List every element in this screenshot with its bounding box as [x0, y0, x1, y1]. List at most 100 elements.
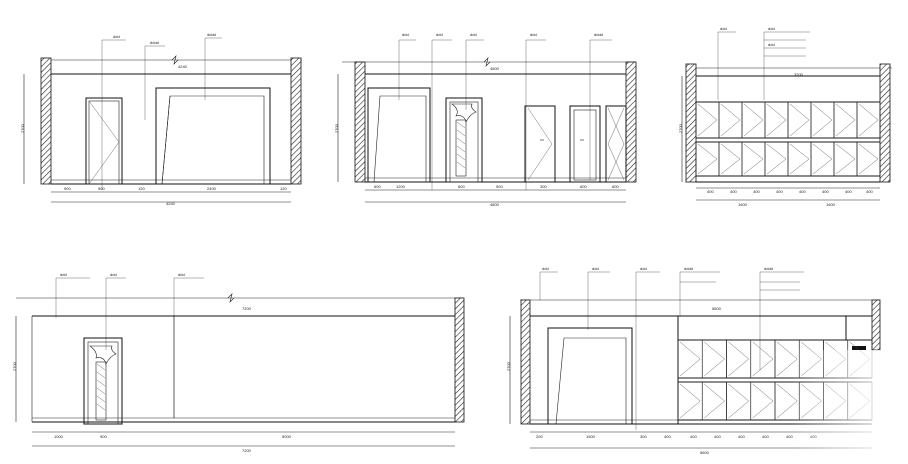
elevation-e-lower-door-hinge-mark [704, 383, 725, 419]
elevation-e-lower-door-panel [750, 381, 776, 421]
elevation-e-upper-door-panel [726, 339, 752, 379]
elevation-e-tag-1: ddd [542, 266, 549, 271]
elevation-a-bottom-dim-2: 900 [98, 186, 105, 191]
elevation-c-lower-door-hinge-mark [812, 143, 833, 175]
elevation-a-top-dim: 4240 [178, 64, 188, 69]
elevation-c-upper-door-hinge-mark [835, 103, 856, 137]
elevation-b-left-wall [354, 61, 366, 183]
elevation-a-total-dim: 4240 [166, 201, 176, 206]
elevation-b-tag-1: ddd [402, 32, 409, 37]
elevation-e-bottom-dim-2: 1500 [586, 434, 596, 439]
elevation-c-upper-door-panel [741, 101, 766, 139]
elevation-e-bottom-dim-5: 400 [690, 434, 697, 439]
elevation-b-tag-2: ddd [436, 32, 443, 37]
elevation-e-bottom-dim-9: 400 [786, 434, 793, 439]
elevation-b-bottom-dim-1: 600 [374, 184, 381, 189]
elevation-a-right-wall [290, 57, 302, 185]
elevation-e-leaders: ddd ddd ddd dddd dddd [539, 266, 804, 430]
elevation-d-right-wall [454, 297, 465, 423]
elevation-c-bottom-dim-7: 400 [845, 189, 852, 194]
elevation-c-lower-door-panel [787, 141, 812, 177]
elevation-d-tag-3: ddd [178, 272, 185, 277]
elevation-e-tag-3: ddd [640, 266, 647, 271]
elevation-b-bottom-dim-3: 600 [458, 184, 465, 189]
elevation-d-tag-1: ddd [60, 272, 67, 277]
elevation-e-bottom-dim-4: 400 [664, 434, 671, 439]
elevation-a-bottom-dim-1: 900 [64, 186, 71, 191]
elevation-d-tag-2: ddd [110, 272, 117, 277]
elevation-c-right-wall [879, 63, 891, 183]
elevation-c-upper-door-panel [718, 101, 743, 139]
elevation-d: ddd ddd ddd 7200 2700 1000 900 5000 7200 [12, 272, 465, 453]
elevation-c-height-dim: 2700 [678, 123, 683, 133]
elevation-c-bottom-dim-1: 400 [707, 189, 714, 194]
elevation-e-bottom-dim-7: 400 [738, 434, 745, 439]
elevation-c: ddd ddd ddd 3200 2700 400 400 400 400 40… [678, 26, 892, 207]
elevation-a-bottom-dim-3: 120 [138, 186, 145, 191]
elevation-a-tag-2: dddd [150, 40, 159, 45]
elevation-c-upper-door-panel [856, 101, 881, 139]
elevation-e-bottom-dim-1: 200 [536, 434, 543, 439]
elevation-c-tag-3: ddd [768, 42, 775, 47]
elevation-e-top-dim: 5600 [712, 306, 722, 311]
elevation-a-tag-1: ddd [113, 34, 120, 39]
elevation-c-bottom-dim-5: 400 [799, 189, 806, 194]
elevation-d-leaders: ddd ddd ddd [55, 272, 204, 418]
elevation-c-upper-door-hinge-mark [766, 103, 787, 137]
elevation-b-door-1 [524, 105, 556, 183]
elevation-e-tag-4: dddd [684, 266, 693, 271]
elevation-c-upper-door-hinge-mark [743, 103, 764, 137]
elevation-a-left-wall [40, 57, 52, 185]
elevation-e-lower-door-panel [677, 381, 703, 421]
elevation-b-tag-4: ddd [530, 32, 537, 37]
elevation-c-bottom-dim-2: 400 [730, 189, 737, 194]
elevation-c-lower-door-panel [810, 141, 835, 177]
elevation-a-leaders: ddd dddd dddd [101, 32, 222, 190]
elevation-c-lower-door-hinge-mark [835, 143, 856, 175]
elevation-e-tag-5: dddd [764, 266, 773, 271]
elevation-e-opening [547, 327, 633, 425]
elevation-d-top-dim: 7200 [242, 306, 252, 311]
elevation-b-ornamental-door [445, 97, 483, 183]
elevation-b-tag-3: ddd [470, 32, 477, 37]
elevation-c-lower-door-hinge-mark [697, 143, 718, 175]
elevation-e-right-wall [871, 299, 881, 351]
elevation-a-height-dim: 2700 [20, 123, 25, 133]
elevation-b-door-3 [605, 105, 627, 183]
elevation-b-tag-5: dddd [594, 32, 603, 37]
elevation-b-height-dim: 2700 [334, 123, 339, 133]
elevation-b-leaders: ddd ddd ddd ddd dddd [398, 32, 612, 190]
elevation-c-tag-2: ddd [768, 26, 775, 31]
elevation-b-total-dim: 4800 [490, 202, 500, 207]
elevation-c-lower-door-panel [718, 141, 743, 177]
elevation-e-upper-door-panel [701, 339, 727, 379]
elevation-c-bottom-dim-8: 400 [866, 189, 873, 194]
elevation-d-bottom-dim-1: 1000 [54, 434, 64, 439]
elevation-c-upper-door-hinge-mark [697, 103, 718, 137]
elevation-e-bottom-dim-6: 400 [714, 434, 721, 439]
elevation-a-opening [155, 87, 271, 185]
elevation-c-upper-door-hinge-mark [789, 103, 810, 137]
elevation-c-lower-door-panel [741, 141, 766, 177]
elevation-c-upper-door-hinge-mark [720, 103, 741, 137]
elevation-e-upper-door-hinge-mark [679, 341, 701, 377]
elevation-e-lower-door-panel [726, 381, 752, 421]
elevation-b-bottom-dim-4: 900 [496, 184, 503, 189]
elevation-a-tag-3: dddd [207, 32, 216, 37]
elevation-e-tag-2: ddd [592, 266, 599, 271]
elevation-b-opening [367, 87, 431, 183]
elevation-e-bottom-dim-3: 300 [640, 434, 647, 439]
elevation-c-bottom-dim-4: 400 [776, 189, 783, 194]
elevation-c-upper-door-panel [764, 101, 789, 139]
elevation-e-lower-door-hinge-mark [679, 383, 701, 419]
elevation-c-lower-door-hinge-mark [858, 143, 879, 175]
elevation-c-left-wall [685, 63, 697, 183]
elevation-c-total-dim-right: 1600 [826, 202, 836, 207]
elevation-c-lower-door-panel [833, 141, 858, 177]
elevation-c-lower-door-hinge-mark [720, 143, 741, 175]
watermark-fade [790, 350, 908, 464]
elevation-b-right-wall [625, 61, 637, 183]
elevation-b-bottom-dim-7: 600 [612, 184, 619, 189]
elevation-c-lower-door-panel [695, 141, 720, 177]
